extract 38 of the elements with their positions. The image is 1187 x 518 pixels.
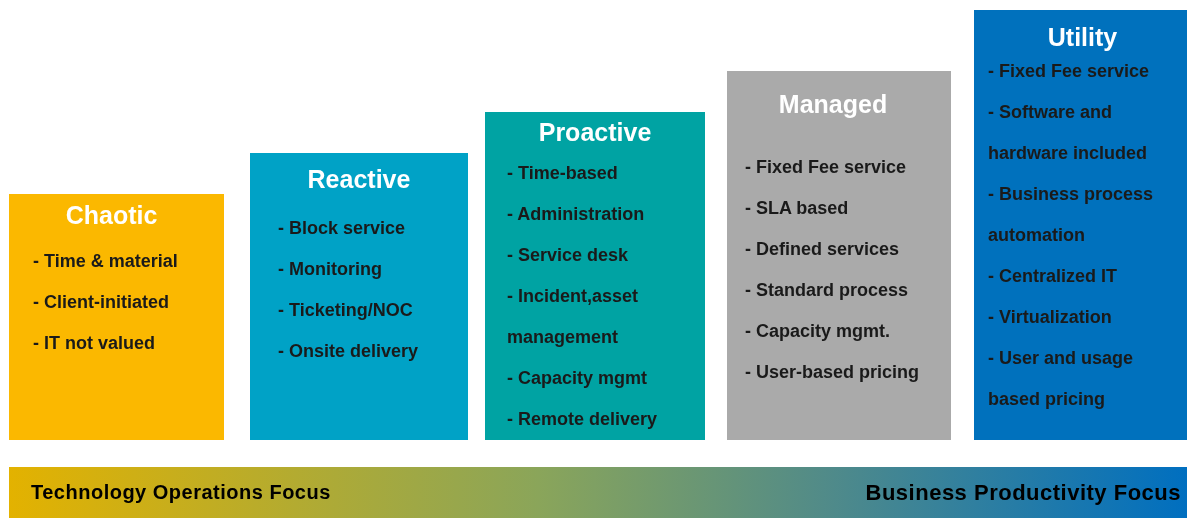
list-item: - Business process automation	[988, 183, 1155, 247]
focus-label: Technology Operations Focus	[31, 480, 331, 505]
list-item: - Onsite delivery	[278, 340, 420, 363]
list-item: - Client-initiated	[33, 291, 170, 314]
list-item: - Fixed Fee service	[988, 60, 1151, 83]
focus-gradient-bar	[9, 467, 1187, 518]
stage-heading: Proactive	[537, 117, 653, 147]
list-item: - SLA based	[745, 197, 850, 220]
stage-column	[727, 71, 951, 440]
list-item: - Standard process	[745, 279, 910, 302]
list-item: - Monitoring	[278, 258, 383, 281]
list-item: - User-based pricing	[745, 361, 921, 384]
list-item: - Block service	[278, 217, 407, 240]
list-item: - Remote delivery	[507, 408, 659, 431]
stage-column	[9, 194, 224, 440]
stage-heading: Reactive	[306, 164, 412, 194]
list-item: - Centralized IT	[988, 265, 1118, 288]
list-item: - Software and hardware included	[988, 101, 1149, 165]
list-item: - Ticketing/NOC	[278, 299, 414, 322]
stage-column	[485, 112, 705, 440]
list-item: - Incident,asset management	[507, 285, 640, 349]
list-item: - Service desk	[507, 244, 630, 267]
stage-heading: Chaotic	[64, 200, 159, 230]
list-item: - IT not valued	[33, 332, 156, 355]
list-item: - Fixed Fee service	[745, 156, 908, 179]
list-item: - Capacity mgmt	[507, 367, 649, 390]
list-item: - User and usage based pricing	[988, 347, 1135, 411]
stage-column	[250, 153, 468, 440]
list-item: - Time & material	[33, 250, 179, 273]
list-item: - Virtualization	[988, 306, 1113, 329]
list-item: - Administration	[507, 203, 646, 226]
stage-heading: Utility	[1046, 22, 1119, 52]
list-item: - Defined services	[745, 238, 901, 261]
focus-label: Business Productivity Focus	[865, 479, 1181, 507]
stage-column	[974, 10, 1187, 440]
list-item: - Time-based	[507, 162, 619, 185]
stage-heading: Managed	[777, 89, 889, 119]
list-item: - Capacity mgmt.	[745, 320, 892, 343]
